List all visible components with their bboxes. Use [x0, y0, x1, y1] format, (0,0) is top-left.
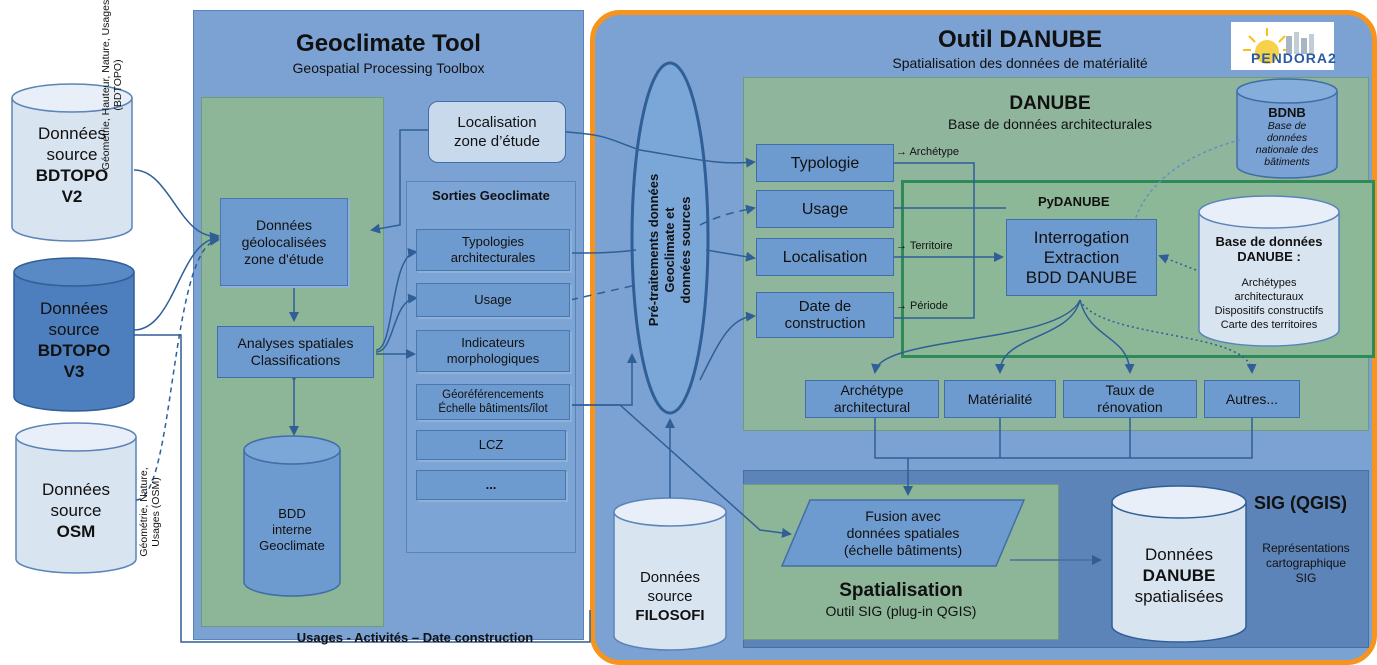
geoclimate-subtitle: Geospatial Processing Toolbox	[292, 60, 485, 76]
cylinder-donnees-danube	[1111, 485, 1247, 643]
sig-title: SIG (QGIS)	[1254, 493, 1348, 513]
geoclimate-title: Geoclimate Tool	[296, 30, 481, 57]
output-autres: Autres...	[1204, 380, 1300, 418]
cylinder-bdd-danube	[1198, 195, 1340, 347]
pretraitement-ellipse	[630, 61, 710, 415]
cylinder-osm	[15, 422, 137, 574]
sortie-lcz: LCZ	[416, 430, 566, 460]
localisation-zone-box: Localisation zone d’étude	[428, 101, 566, 163]
label-osm-attributes: Géométrie, Nature, Usages (OSM)	[138, 467, 162, 557]
pendora-logo: PENDORA2	[1231, 22, 1337, 70]
source-bdtopo-v3: Données source BDTOPO V3	[37, 299, 111, 381]
arrow-label-territoire: → Territoire	[896, 240, 953, 252]
output-taux-renovation: Taux de rénovation	[1063, 380, 1197, 418]
danube-subtitle: Base de données architecturales	[948, 116, 1152, 132]
donnees-danube-text: Données DANUBE spatialisées	[1134, 544, 1224, 606]
cylinder-bdtopo-v3	[13, 257, 135, 412]
danube-tool-title: Outil DANUBE	[938, 26, 1102, 53]
bdd-danube-items: Archétypes architecturaux Dispositifs co…	[1214, 277, 1324, 331]
arrow-label-periode: → Période	[896, 300, 948, 312]
input-localisation: Localisation	[756, 238, 894, 276]
bdnb-description: Base de données nationale des bâtiments	[1255, 119, 1319, 168]
pydanube-title: PyDANUBE	[1038, 194, 1110, 209]
donnees-geolocalisees-doc: Données géolocalisées zone d'étude	[220, 198, 348, 286]
representations-label: Représentations cartographique SIG	[1262, 541, 1350, 585]
source-osm: Données source OSM	[41, 479, 111, 541]
input-usage: Usage	[756, 190, 894, 228]
bdd-danube-text: Base de données DANUBE : Archétypes arch…	[1199, 228, 1339, 338]
sortie-indicateurs: Indicateurs morphologiques	[416, 330, 570, 372]
fusion-parallelogram	[780, 499, 1026, 567]
source-bdtopo-v2: Données source BDTOPO V2	[35, 124, 109, 206]
fusion-label: Fusion avec données spatiales (échelle b…	[843, 507, 963, 558]
spatialisation-title: Spatialisation	[839, 580, 963, 601]
pretraitement-label: Pré-traitements données Geoclimate et do…	[646, 173, 693, 327]
filosofi-text: Données source FILOSOFI	[635, 568, 705, 624]
spatialisation-subtitle: Outil SIG (plug-in QGIS)	[825, 603, 977, 619]
sortie-georeferencements: Géoréférencements Échelle bâtiments/îlot	[416, 384, 570, 420]
sortie-typologies: Typologies architecturales	[416, 229, 570, 271]
input-date-construction: Date de construction	[756, 292, 894, 338]
sortie-etc: ...	[416, 470, 566, 500]
bdnb-title: BDNB	[1268, 104, 1306, 120]
interrogation-box: Interrogation Extraction BDD DANUBE	[1006, 219, 1157, 296]
danube-title: DANUBE	[1009, 93, 1091, 114]
sun-icon	[1243, 28, 1314, 64]
bdd-danube-title: Base de données DANUBE :	[1215, 234, 1323, 264]
danube-tool-subtitle: Spatialisation des données de matérialit…	[892, 55, 1148, 71]
sortie-usage: Usage	[416, 283, 570, 317]
cylinder-bdd-interne	[243, 435, 341, 597]
bdnb-text: BDNB Base de données nationale des bâtim…	[1237, 96, 1337, 176]
input-typologie: Typologie	[756, 144, 894, 182]
cylinder-bdtopo-v2	[11, 83, 133, 242]
usages-activites-label: Usages - Activités – Date construction	[296, 630, 534, 645]
cylinder-bdnb	[1236, 78, 1338, 179]
bdd-interne-label: BDD interne Geoclimate	[259, 506, 325, 553]
cylinder-filosofi	[613, 497, 727, 651]
arrow-label-archetype: → Archétype	[896, 146, 959, 158]
pendora-logo-text: PENDORA2	[1251, 50, 1337, 66]
sorties-title: Sorties Geoclimate	[432, 188, 550, 203]
analyses-spatiales-box: Analyses spatiales Classifications	[217, 326, 374, 378]
output-materialite: Matérialité	[944, 380, 1056, 418]
label-bdtopo-attributes: Géométrie, Hauteur, Nature, Usages (BDTO…	[100, 0, 124, 171]
output-archetype: Archétype architectural	[805, 380, 939, 418]
connectors	[133, 129, 1257, 643]
